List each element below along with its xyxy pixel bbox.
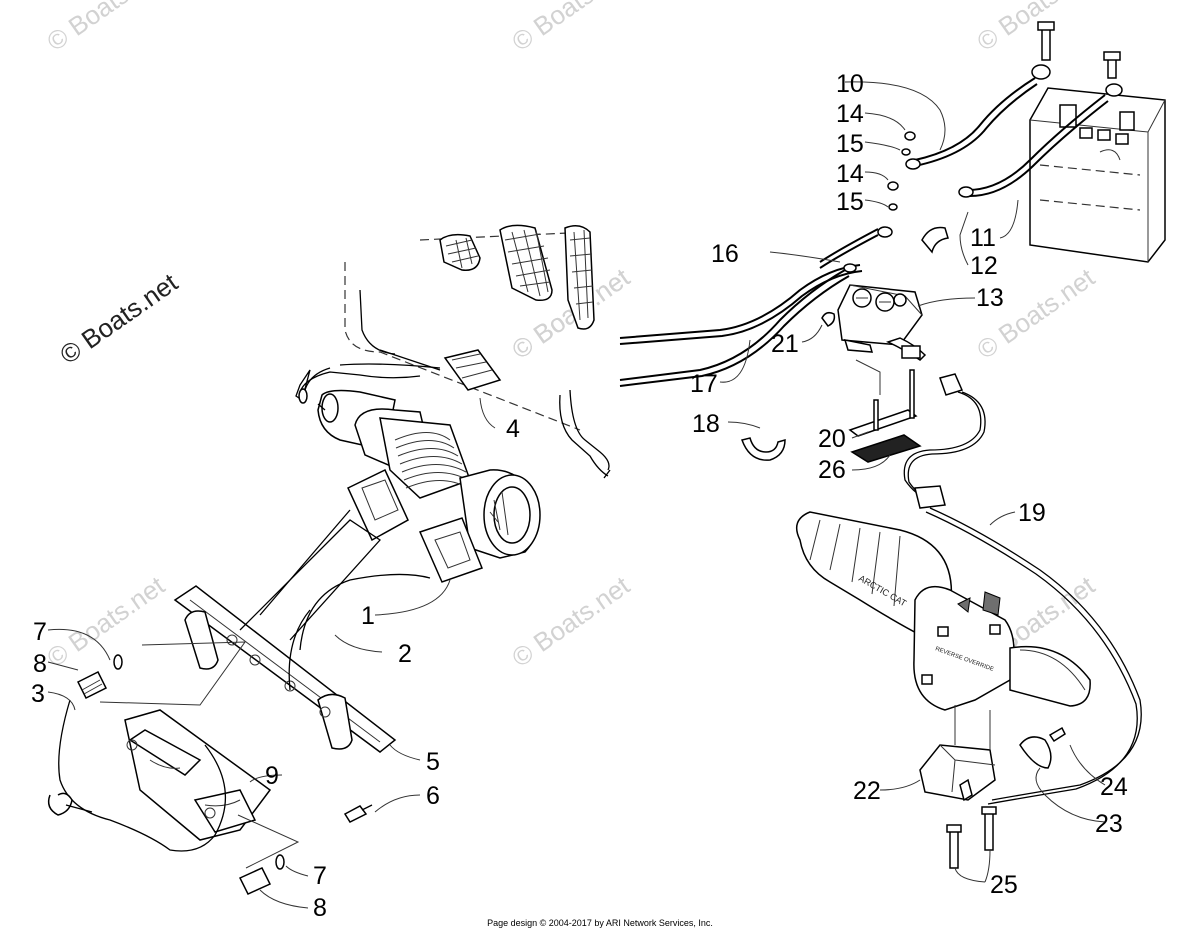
battery <box>1029 87 1166 263</box>
leader-lines <box>47 81 1106 909</box>
hardware-left <box>76 654 373 895</box>
callout-26: 26 <box>818 456 846 484</box>
solenoid-bracket <box>848 359 922 463</box>
callout-15: 15 <box>836 188 864 216</box>
callout-20: 20 <box>818 425 846 453</box>
callout-16: 16 <box>711 240 739 268</box>
watermark: © Boats.net <box>41 0 170 57</box>
callout-24: 24 <box>1100 773 1128 801</box>
grille <box>439 224 595 330</box>
callout-3: 3 <box>31 680 45 708</box>
solenoid <box>821 131 927 361</box>
watermark: © Boats.net <box>971 0 1100 57</box>
battery-cables <box>619 226 893 387</box>
watermark: © Boats.net <box>506 570 635 673</box>
callout-9: 9 <box>265 762 279 790</box>
winch-cable <box>288 609 311 691</box>
callout-4: 4 <box>506 415 520 443</box>
positive-cables <box>905 21 1123 254</box>
callouts: 1 2 3 4 5 6 7 8 9 10 14 15 14 15 16 11 1… <box>31 70 1128 922</box>
callout-8: 8 <box>313 894 327 922</box>
callout-5: 5 <box>426 748 440 776</box>
winch-rope <box>299 573 431 651</box>
winch <box>295 363 541 583</box>
callout-11: 11 <box>970 224 996 252</box>
callout-21: 21 <box>771 330 799 358</box>
callout-19: 19 <box>1018 499 1046 527</box>
switch-harness <box>903 373 1142 805</box>
hook-strap <box>47 699 226 852</box>
callout-13: 13 <box>976 284 1004 312</box>
callout-10: 10 <box>836 70 864 98</box>
brand-watermark: © Boats.net <box>54 267 183 370</box>
callout-12: 12 <box>970 252 998 280</box>
callout-14: 14 <box>836 100 864 128</box>
watermark: © Boats.net <box>41 570 170 673</box>
watermark: © Boats.net <box>506 0 635 57</box>
callout-14: 14 <box>836 160 864 188</box>
callout-17: 17 <box>690 370 718 398</box>
handlebar-switch: ARCTIC CAT REVERSE OVERRIDE <box>795 511 1091 711</box>
page-footer: Page design © 2004-2017 by ARI Network S… <box>487 918 713 928</box>
callout-1: 1 <box>361 602 375 630</box>
switch-clamp <box>919 705 1066 869</box>
callout-23: 23 <box>1095 810 1123 838</box>
callout-8: 8 <box>33 650 47 678</box>
mount-plate-grommet <box>443 349 502 391</box>
callout-25: 25 <box>990 871 1018 899</box>
callout-15: 15 <box>836 130 864 158</box>
fairlead <box>124 709 272 841</box>
callout-2: 2 <box>398 640 412 668</box>
callout-6: 6 <box>426 782 440 810</box>
winch-mount <box>173 509 397 753</box>
callout-7: 7 <box>313 862 327 890</box>
callout-7: 7 <box>33 618 47 646</box>
callout-18: 18 <box>692 410 720 438</box>
hose-clamp <box>741 437 786 461</box>
callout-22: 22 <box>853 777 881 805</box>
